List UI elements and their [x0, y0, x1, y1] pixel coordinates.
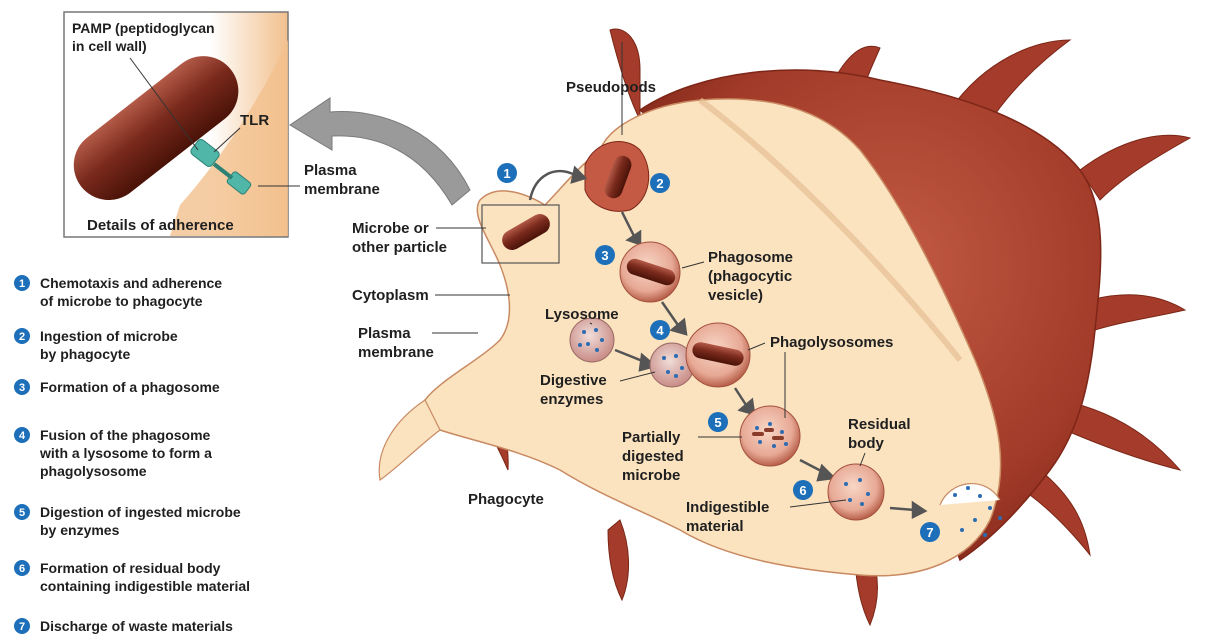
- lysosome: [570, 318, 614, 362]
- step-marker-3: 3: [595, 245, 615, 265]
- adherence-inset: PAMP (peptidoglycan in cell wall) TLR De…: [60, 12, 300, 237]
- svg-text:5: 5: [714, 415, 721, 430]
- label-plasma-membrane-line1: Plasma: [358, 325, 411, 342]
- tlr-label: TLR: [240, 112, 269, 129]
- label-microbe-line1: Microbe or: [352, 220, 429, 237]
- legend-item-4: 4 Fusion of the phagosome with a lysosom…: [14, 427, 212, 479]
- svg-text:3: 3: [601, 248, 608, 263]
- svg-text:by enzymes: by enzymes: [40, 522, 120, 538]
- step-marker-5: 5: [708, 412, 728, 432]
- label-digestive-line1: Digestive: [540, 372, 607, 389]
- legend-item-5: 5 Digestion of ingested microbe by enzym…: [14, 504, 241, 538]
- step-marker-7: 7: [920, 522, 940, 542]
- label-phagosome-line3: vesicle): [708, 287, 763, 304]
- label-indigestible-line2: material: [686, 518, 744, 535]
- pseudopod-left: [379, 400, 440, 480]
- pamp-label-line1: PAMP (peptidoglycan: [72, 20, 215, 36]
- label-phagosome-line2: (phagocytic: [708, 268, 792, 285]
- label-residual-line2: body: [848, 435, 884, 452]
- label-microbe-line2: other particle: [352, 239, 447, 256]
- pamp-label-line2: in cell wall): [72, 38, 147, 54]
- step-marker-2: 2: [650, 173, 670, 193]
- svg-text:4: 4: [656, 323, 664, 338]
- svg-text:Digestion of ingested microbe: Digestion of ingested microbe: [40, 504, 241, 520]
- svg-text:by phagocyte: by phagocyte: [40, 346, 130, 362]
- svg-text:4: 4: [19, 430, 26, 442]
- label-partially-line1: Partially: [622, 429, 681, 446]
- label-phagolysosomes: Phagolysosomes: [770, 334, 893, 351]
- inset-plasma-membrane-line2: membrane: [304, 181, 380, 198]
- steps-legend: 1 Chemotaxis and adherence of microbe to…: [14, 275, 250, 634]
- legend-item-3: 3 Formation of a phagosome: [14, 379, 220, 395]
- label-digestive-line2: enzymes: [540, 391, 603, 408]
- legend-item-7: 7 Discharge of waste materials: [14, 618, 233, 634]
- svg-text:7: 7: [19, 621, 25, 633]
- svg-text:1: 1: [503, 166, 510, 181]
- svg-text:Discharge of waste materials: Discharge of waste materials: [40, 618, 233, 634]
- svg-text:Chemotaxis and adherence: Chemotaxis and adherence: [40, 275, 222, 291]
- inset-plasma-membrane-line1: Plasma: [304, 162, 357, 179]
- residual-body: [828, 464, 884, 520]
- svg-text:6: 6: [19, 563, 25, 575]
- phagosome-vesicle: [620, 242, 680, 302]
- phagolysosome: [686, 323, 750, 387]
- svg-text:Formation of residual body: Formation of residual body: [40, 560, 221, 576]
- label-lysosome: Lysosome: [545, 306, 619, 323]
- label-partially-line3: microbe: [622, 467, 680, 484]
- svg-text:containing indigestible materi: containing indigestible material: [40, 578, 250, 594]
- label-indigestible-line1: Indigestible: [686, 499, 769, 516]
- svg-text:5: 5: [19, 507, 25, 519]
- svg-text:2: 2: [19, 331, 25, 343]
- label-phagosome-line1: Phagosome: [708, 249, 793, 266]
- label-plasma-membrane-line2: membrane: [358, 344, 434, 361]
- step-marker-6: 6: [793, 480, 813, 500]
- label-pseudopods: Pseudopods: [566, 79, 656, 96]
- svg-text:with a lysosome to form a: with a lysosome to form a: [39, 445, 212, 461]
- partially-digested-vesicle: [740, 406, 800, 466]
- legend-item-2: 2 Ingestion of microbe by phagocyte: [14, 328, 178, 362]
- label-residual-line1: Residual: [848, 416, 911, 433]
- label-phagocyte: Phagocyte: [468, 491, 544, 508]
- svg-text:3: 3: [19, 382, 25, 394]
- svg-text:Formation of a phagosome: Formation of a phagosome: [40, 379, 220, 395]
- svg-text:7: 7: [926, 525, 933, 540]
- svg-text:Ingestion of microbe: Ingestion of microbe: [40, 328, 178, 344]
- label-cytoplasm: Cytoplasm: [352, 287, 429, 304]
- svg-text:6: 6: [799, 483, 806, 498]
- svg-text:2: 2: [656, 176, 663, 191]
- legend-item-6: 6 Formation of residual body containing …: [14, 560, 250, 594]
- svg-text:1: 1: [19, 278, 25, 290]
- svg-text:phagolysosome: phagolysosome: [40, 463, 147, 479]
- step-marker-4: 4: [650, 320, 670, 340]
- legend-item-1: 1 Chemotaxis and adherence of microbe to…: [14, 275, 222, 309]
- phagocyte-cell: [379, 29, 1190, 625]
- svg-text:Fusion of the phagosome: Fusion of the phagosome: [40, 427, 211, 443]
- label-partially-line2: digested: [622, 448, 684, 465]
- svg-text:of microbe to phagocyte: of microbe to phagocyte: [40, 293, 203, 309]
- step-marker-1: 1: [497, 163, 517, 183]
- inset-caption: Details of adherence: [87, 217, 234, 234]
